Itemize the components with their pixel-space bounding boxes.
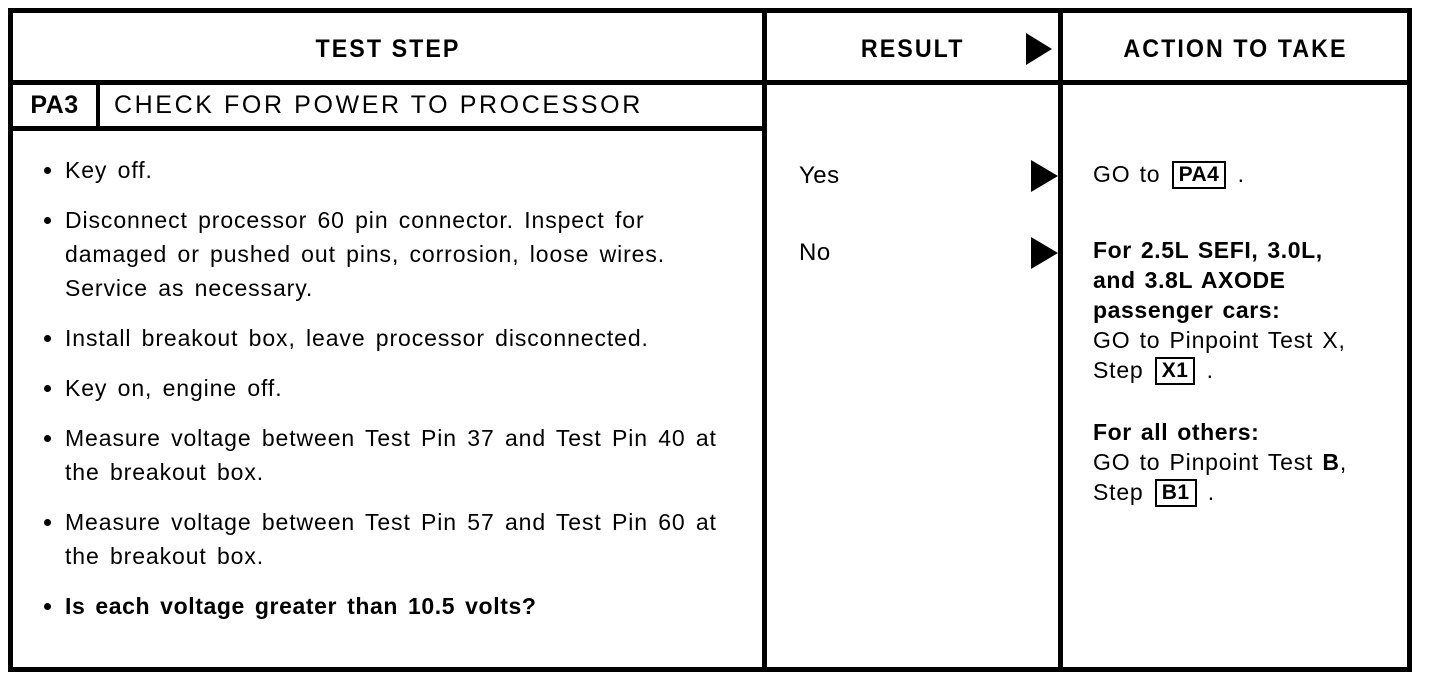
- step-reference-pa4[interactable]: PA4: [1171, 161, 1227, 189]
- column-header-result-label: RESULT: [860, 34, 965, 63]
- pinpoint-test-table: TEST STEP RESULT ACTION TO TAKE PA3 CHEC…: [8, 8, 1412, 672]
- right-triangle-icon: [1026, 33, 1052, 65]
- action-for-no-condition-1: For 2.5L SEFI, 3.0L, and 3.8L AXODE pass…: [1093, 235, 1397, 385]
- result-row-no: No: [767, 236, 1058, 270]
- action-no-c1-body-2: Step X1 .: [1093, 355, 1397, 385]
- step-title-bar: PA3 CHECK FOR POWER TO PROCESSOR: [13, 85, 762, 131]
- right-triangle-icon: [1031, 237, 1058, 269]
- step-title-text: CHECK FOR POWER TO PROCESSOR: [114, 91, 643, 119]
- column-header-action-to-take: ACTION TO TAKE: [1058, 13, 1407, 85]
- action-no-c2-body-2: Step B1 .: [1093, 477, 1397, 507]
- action-no-c2-comma: ,: [1339, 449, 1348, 475]
- action-no-c1-heading-2: and 3.8L AXODE: [1093, 267, 1286, 293]
- list-item: Measure voltage between Test Pin 37 and …: [43, 421, 748, 489]
- result-label-no: No: [799, 239, 831, 266]
- column-header-result: RESULT: [762, 13, 1058, 85]
- action-no-c1-body-1: GO to Pinpoint Test X,: [1093, 327, 1346, 353]
- spacer: [1093, 385, 1397, 417]
- test-step-column: PA3 CHECK FOR POWER TO PROCESSOR Key off…: [13, 85, 762, 667]
- list-item-question: Is each voltage greater than 10.5 volts?: [43, 589, 748, 623]
- action-no-c1-step-prefix: Step: [1093, 357, 1144, 383]
- action-no-c2-test-letter: B: [1322, 449, 1340, 475]
- list-item: Disconnect processor 60 pin connector. I…: [43, 203, 748, 305]
- action-no-c2-body-text: GO to Pinpoint Test: [1093, 449, 1314, 475]
- result-label-yes: Yes: [799, 162, 840, 189]
- action-no-c2-heading-1: For all others:: [1093, 419, 1260, 445]
- column-divider-test-result: [762, 85, 767, 667]
- step-code-badge: PA3: [13, 85, 100, 126]
- table-body: PA3 CHECK FOR POWER TO PROCESSOR Key off…: [13, 85, 1407, 667]
- action-yes-suffix: .: [1237, 161, 1245, 187]
- action-no-c1-heading-3: passenger cars:: [1093, 297, 1281, 323]
- column-header-test-step-label: TEST STEP: [314, 34, 461, 63]
- action-for-yes: GO to PA4 .: [1093, 159, 1397, 189]
- action-no-c1-step-suffix: .: [1206, 357, 1214, 383]
- right-triangle-icon: [1031, 160, 1058, 192]
- table-header-row: TEST STEP RESULT ACTION TO TAKE: [13, 13, 1407, 85]
- column-header-test-step: TEST STEP: [13, 13, 762, 85]
- action-no-c1-heading-1: For 2.5L SEFI, 3.0L,: [1093, 237, 1323, 263]
- list-item: Key off.: [43, 153, 748, 187]
- action-no-c2-body-1: GO to Pinpoint Test B,: [1093, 447, 1397, 477]
- action-column: GO to PA4 . For 2.5L SEFI, 3.0L, and 3.8…: [1063, 85, 1407, 667]
- list-item: Key on, engine off.: [43, 371, 748, 405]
- spacer: [1093, 189, 1397, 235]
- column-header-action-label: ACTION TO TAKE: [1122, 34, 1348, 63]
- list-item: Measure voltage between Test Pin 57 and …: [43, 505, 748, 573]
- column-divider-result-action: [1058, 85, 1063, 667]
- step-reference-b1[interactable]: B1: [1154, 479, 1197, 507]
- list-item: Install breakout box, leave processor di…: [43, 321, 748, 355]
- action-no-c2-step-prefix: Step: [1093, 479, 1144, 505]
- action-yes-line: GO to PA4 .: [1093, 159, 1397, 189]
- instruction-list: Key off. Disconnect processor 60 pin con…: [13, 131, 762, 639]
- result-column: Yes No: [767, 85, 1058, 667]
- action-no-c2-step-suffix: .: [1207, 479, 1215, 505]
- action-yes-prefix: GO to: [1093, 161, 1161, 187]
- result-row-yes: Yes: [767, 159, 1058, 193]
- step-reference-x1[interactable]: X1: [1154, 357, 1196, 385]
- action-for-no-condition-2: For all others: GO to Pinpoint Test B, S…: [1093, 417, 1397, 507]
